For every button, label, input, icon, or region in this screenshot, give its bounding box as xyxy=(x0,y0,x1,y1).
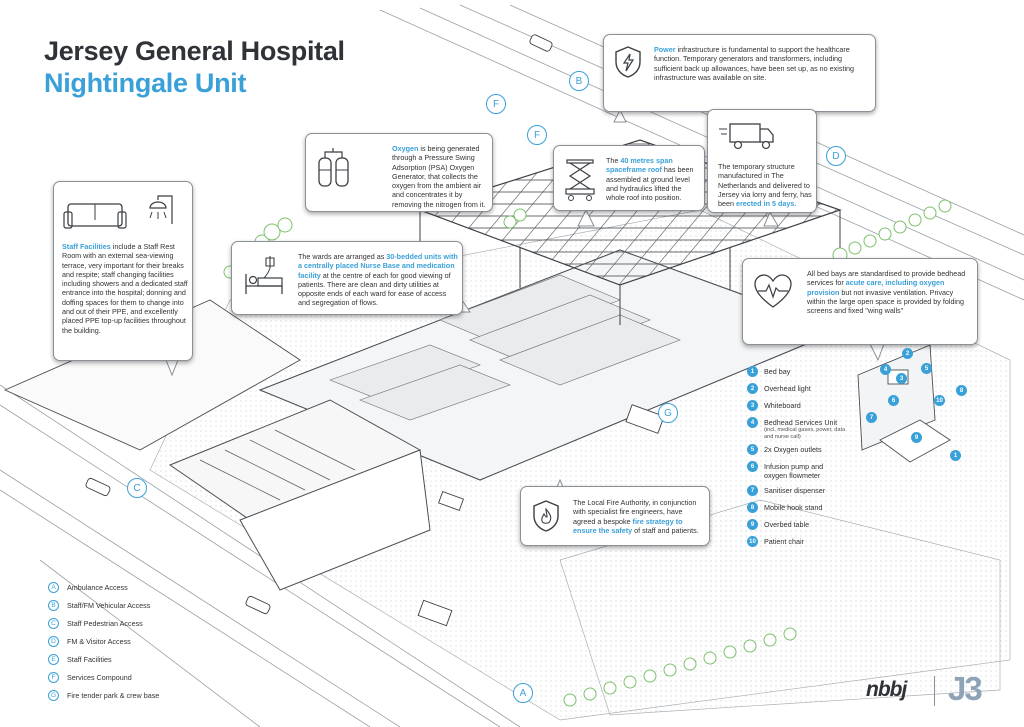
callout-structure: The temporary structure manufactured in … xyxy=(707,109,817,213)
bed-marker-4: 4 xyxy=(880,364,891,375)
staff-text: Staff Facilities include a Staff Rest Ro… xyxy=(62,242,188,335)
marker-d: D xyxy=(826,146,846,166)
fire-shield-icon xyxy=(533,500,559,532)
marker-f-1: F xyxy=(486,94,506,114)
power-text: Power infrastructure is fundamental to s… xyxy=(654,45,855,82)
bed-marker-9: 9 xyxy=(911,432,922,443)
sofa-shower-icon xyxy=(63,195,173,229)
landscape-area xyxy=(559,499,1001,716)
callout-oxygen: Oxygen is being generated through a Pres… xyxy=(305,133,493,212)
bed-marker-5: 5 xyxy=(921,363,932,374)
marker-c: C xyxy=(127,478,147,498)
truck-icon xyxy=(719,123,774,150)
oxygen-text: Oxygen is being generated through a Pres… xyxy=(392,144,486,209)
hospital-bed-icon xyxy=(245,256,283,294)
callout-roof: The 40 metres span spaceframe roof has b… xyxy=(553,145,705,211)
vehicles xyxy=(85,34,665,627)
wards-text: The wards are arranged as 30-bedded unit… xyxy=(298,252,458,308)
callout-staff-facilities: Staff Facilities include a Staff Rest Ro… xyxy=(53,181,193,361)
roof-text: The 40 metres span spaceframe roof has b… xyxy=(606,156,694,203)
power-shield-icon xyxy=(615,46,641,78)
bed-marker-10: 10 xyxy=(934,395,945,406)
logo-divider xyxy=(934,676,935,706)
bed-marker-7: 7 xyxy=(866,412,877,423)
car-park-lines xyxy=(199,429,356,501)
title-line-1: Jersey General Hospital xyxy=(44,36,345,66)
bed-marker-1: 1 xyxy=(950,450,961,461)
heart-pulse-icon xyxy=(754,274,792,308)
oxygen-cylinder-icon xyxy=(318,148,349,187)
title-line-2: Nightingale Unit xyxy=(44,68,247,98)
ward-rooms xyxy=(329,274,681,421)
fire-text: The Local Fire Authority, in conjunction… xyxy=(573,498,699,535)
bed-marker-6: 6 xyxy=(888,395,899,406)
bed-marker-3: 3 xyxy=(896,373,907,384)
callout-bed-bays: All bed bays are standardised to provide… xyxy=(742,258,978,345)
bedbays-text: All bed bays are standardised to provide… xyxy=(807,269,966,316)
bed-marker-2: 2 xyxy=(902,348,913,359)
lower-plinth xyxy=(239,449,431,591)
callout-fire: The Local Fire Authority, in conjunction… xyxy=(520,486,710,546)
j3-logo: J3 xyxy=(948,670,983,707)
marker-g: G xyxy=(658,403,678,423)
roof-columns xyxy=(419,210,841,325)
callout-power: Power infrastructure is fundamental to s… xyxy=(603,34,876,112)
callout-wards: The wards are arranged as 30-bedded unit… xyxy=(231,241,463,315)
marker-b: B xyxy=(569,71,589,91)
marker-f-2: F xyxy=(527,125,547,145)
nbbj-logo: nbbj xyxy=(866,678,907,701)
bed-marker-8: 8 xyxy=(956,385,967,396)
marker-a: A xyxy=(513,683,533,703)
scissor-lift-icon xyxy=(565,159,595,201)
structure-text: The temporary structure manufactured in … xyxy=(718,162,812,209)
